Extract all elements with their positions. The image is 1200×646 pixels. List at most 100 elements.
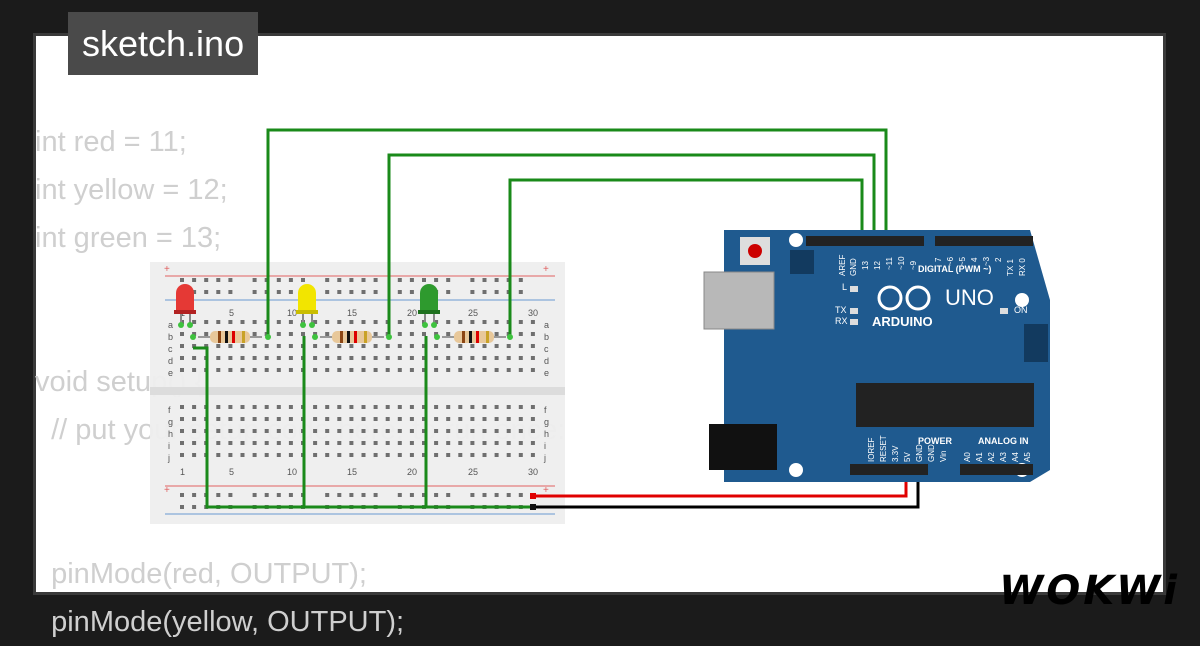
digital-header-right	[935, 236, 1033, 246]
row-label: f	[544, 405, 547, 415]
pin-label: 4	[970, 257, 979, 262]
row-label: e	[168, 368, 173, 378]
col-label: 15	[347, 308, 357, 318]
wire-ground-bus[interactable]	[193, 346, 530, 509]
code-line: int green = 13;	[35, 222, 222, 254]
digital-header-label: DIGITAL (PWM ~)	[918, 264, 991, 274]
wire-green-signal[interactable]	[508, 178, 864, 336]
wire-red-signal[interactable]	[266, 128, 888, 336]
power-header-label: POWER	[918, 436, 953, 446]
row-label: h	[544, 429, 549, 439]
arduino-uno[interactable]: AREF GND 13 12 ~11 ~10 ~9 7 ~6 ~5 4 ~3 2…	[703, 230, 1050, 482]
col-label: 30	[528, 308, 538, 318]
pin-label: A5	[1023, 452, 1032, 462]
breadboard: + + + + 1 5 10 15 20 25 30 1 5 10 15 20 …	[150, 262, 565, 524]
row-label: e	[544, 368, 549, 378]
power-header	[850, 464, 928, 475]
row-label: a	[544, 320, 549, 330]
on-led-label: ON	[1014, 305, 1028, 315]
analog-header	[960, 464, 1033, 475]
col-label: 20	[407, 308, 417, 318]
row-label: j	[543, 453, 546, 463]
resistor-yellow[interactable]	[320, 331, 384, 343]
row-label: i	[544, 441, 546, 451]
row-label: g	[168, 417, 173, 427]
pin-label: Vin	[939, 451, 948, 462]
pin-label: IOREF	[867, 437, 876, 462]
tx-led-label: TX	[835, 305, 847, 315]
pin-label: A2	[987, 452, 996, 462]
pin-label: RX 0	[1018, 258, 1027, 276]
pin-label: GND	[915, 444, 924, 462]
brand-label: ARDUINO	[872, 314, 933, 329]
rail-plus-label: +	[164, 264, 170, 275]
file-tab[interactable]: sketch.ino	[68, 12, 259, 75]
col-label: 10	[287, 467, 297, 477]
pin-label: 5V	[903, 452, 912, 462]
row-label: d	[544, 356, 549, 366]
pin-label: ~3	[982, 256, 991, 266]
row-label: a	[168, 320, 173, 330]
pin-label: ~5	[958, 256, 967, 266]
row-label: c	[544, 344, 549, 354]
pin-label: ~11	[885, 256, 894, 270]
pin-label: A0	[963, 452, 972, 462]
atmega-chip	[856, 383, 1034, 427]
analog-header-label: ANALOG IN	[978, 436, 1029, 446]
pin-label: 2	[994, 257, 1003, 262]
pin-label: A4	[1011, 452, 1020, 462]
col-label: 30	[528, 467, 538, 477]
pin-label: ~10	[897, 256, 906, 270]
pin-label: 12	[873, 261, 882, 270]
connection-points	[178, 322, 513, 340]
pin-label: 3.3V	[891, 445, 900, 462]
row-label: j	[167, 453, 170, 463]
col-label: 5	[229, 308, 234, 318]
resistor-red[interactable]	[198, 331, 262, 343]
pin-label: GND	[849, 258, 858, 276]
col-label: 15	[347, 467, 357, 477]
model-label: UNO	[945, 285, 994, 310]
l-led-label: L	[842, 282, 847, 292]
row-label: i	[168, 441, 170, 451]
pin-label: AREF	[838, 255, 847, 276]
pin-label: ~6	[946, 256, 955, 266]
usb-port	[703, 271, 775, 330]
pin-label: ~9	[909, 260, 918, 270]
rail-plus-label: +	[164, 485, 170, 496]
pin-label: 7	[934, 257, 943, 262]
code-line: int yellow = 12;	[35, 174, 228, 206]
resistor-green[interactable]	[442, 331, 506, 343]
pin-label: RESET	[879, 435, 888, 462]
arduino-infinity-logo	[877, 285, 931, 311]
row-label: c	[168, 344, 173, 354]
row-label: b	[168, 332, 173, 342]
col-label: 5	[229, 467, 234, 477]
power-jack	[709, 424, 777, 470]
pin-label: A1	[975, 452, 984, 462]
col-label: 25	[468, 467, 478, 477]
wokwi-logo: WOKWi	[999, 568, 1180, 614]
row-label: d	[168, 356, 173, 366]
rail-plus-label: +	[543, 485, 549, 496]
row-label: b	[544, 332, 549, 342]
signal-wires	[193, 128, 888, 509]
circuit-diagram: + + + + 1 5 10 15 20 25 30 1 5 10 15 20 …	[150, 128, 1050, 524]
wire-yellow-signal[interactable]	[387, 153, 876, 336]
digital-header-left	[806, 236, 924, 246]
pin-label: A3	[999, 452, 1008, 462]
col-label: 1	[180, 467, 185, 477]
row-label: h	[168, 429, 173, 439]
pin-label: GND	[927, 444, 936, 462]
wire-gnd[interactable]	[535, 470, 920, 509]
pin-label: 13	[861, 261, 870, 270]
code-line: pinMode(red, OUTPUT);	[35, 558, 367, 590]
rx-led-label: RX	[835, 316, 848, 326]
code-line: int red = 11;	[35, 126, 187, 158]
rail-plus-label: +	[543, 264, 549, 275]
col-label: 10	[287, 308, 297, 318]
row-label: g	[544, 417, 549, 427]
col-label: 20	[407, 467, 417, 477]
col-label: 25	[468, 308, 478, 318]
pin-label: TX 1	[1006, 259, 1015, 276]
